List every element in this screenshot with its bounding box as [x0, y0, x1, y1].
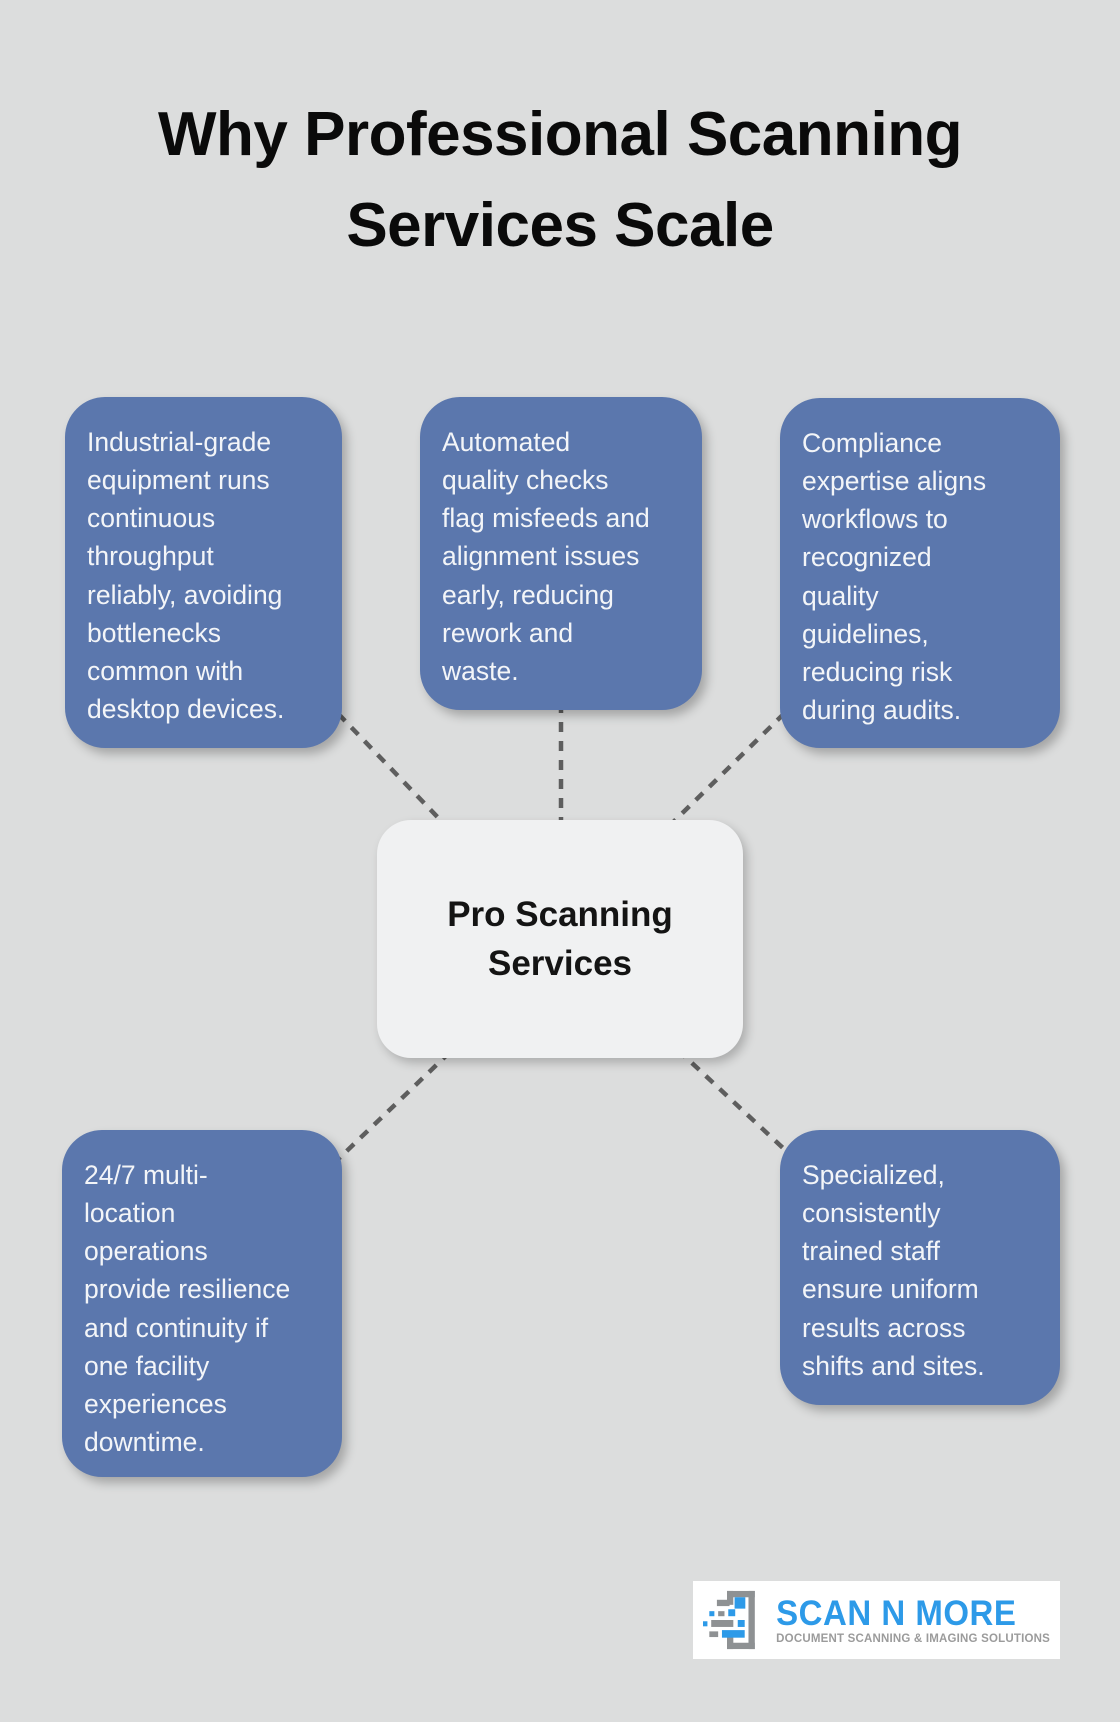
logo-name: SCAN N MORE	[776, 1592, 1017, 1632]
benefit-card-trained-staff: Specialized, consistently trained staff …	[780, 1130, 1060, 1405]
page-title: Why Professional Scanning Services Scale	[158, 100, 962, 260]
benefit-card-text: Compliance expertise aligns workflows to…	[802, 428, 987, 726]
benefit-card-industrial-equipment: Industrial-grade equipment runs continuo…	[65, 397, 342, 748]
connector-top-left	[323, 698, 452, 832]
benefit-card-text: Industrial-grade equipment runs continuo…	[87, 427, 285, 725]
logo-tagline: DOCUMENT SCANNING & IMAGING SOLUTIONS	[776, 1632, 1050, 1645]
benefit-card-text: Automated quality checks flag misfeeds a…	[442, 427, 650, 686]
benefit-card-multi-location: 24/7 multi- location operations provide …	[62, 1130, 342, 1477]
connector-bottom-right	[676, 1048, 800, 1164]
center-node-label: Pro Scanning Services	[447, 895, 673, 983]
scan-n-more-logo: SCAN N MORE DOCUMENT SCANNING & IMAGING …	[693, 1581, 1060, 1659]
logo-text-block: SCAN N MORE DOCUMENT SCANNING & IMAGING …	[776, 1592, 1050, 1645]
benefit-card-text: Specialized, consistently trained staff …	[802, 1160, 985, 1381]
center-node-pro-scanning: Pro Scanning Services	[377, 820, 743, 1058]
benefit-card-compliance: Compliance expertise aligns workflows to…	[780, 398, 1060, 748]
benefit-card-text: 24/7 multi- location operations provide …	[84, 1160, 291, 1458]
scan-n-more-logo-icon	[703, 1590, 755, 1650]
connector-bottom-left	[328, 1050, 452, 1169]
connector-top-right	[658, 698, 800, 837]
benefit-card-automated-quality: Automated quality checks flag misfeeds a…	[420, 397, 702, 710]
